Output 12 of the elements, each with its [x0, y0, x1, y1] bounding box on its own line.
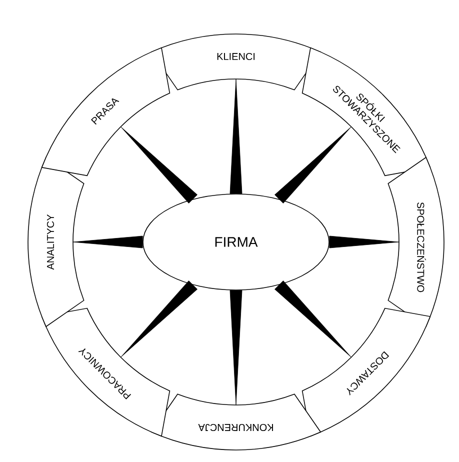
spike: [120, 280, 198, 358]
segment-box: KLIENCI: [151, 34, 321, 90]
spike: [230, 290, 242, 406]
spike: [230, 78, 242, 194]
segment-box: SPOŁECZEŃSTWO: [388, 156, 444, 327]
spike: [72, 236, 143, 248]
spike: [274, 126, 352, 204]
spike: [329, 236, 400, 248]
spike: [274, 280, 352, 358]
segment-box: ANALITYCY: [28, 156, 84, 327]
segment-box: KONKURENCJA: [151, 394, 321, 450]
spike: [120, 126, 198, 204]
